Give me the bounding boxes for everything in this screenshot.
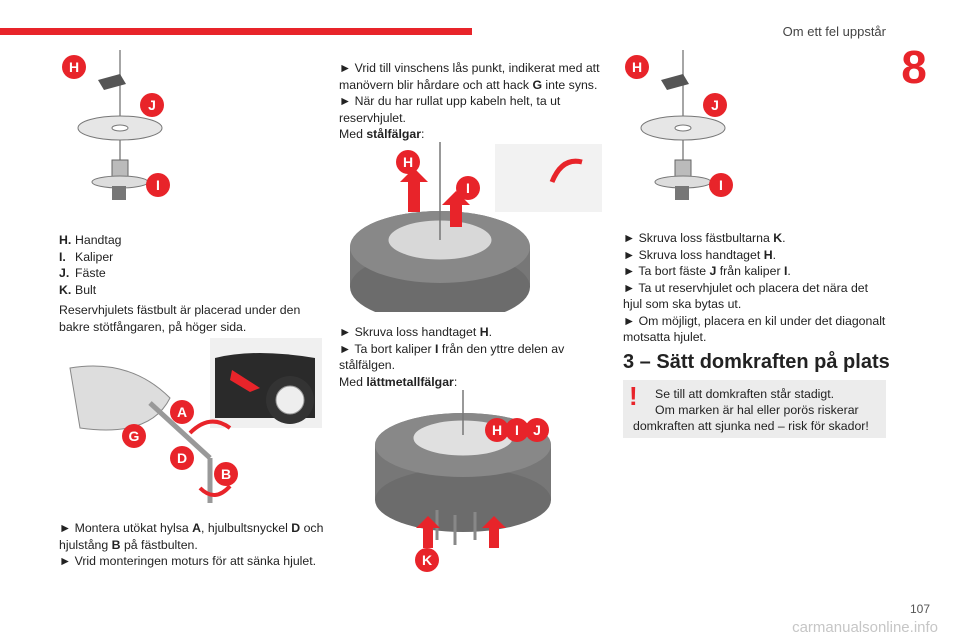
callout-i	[505, 418, 529, 442]
section-title: Om ett fel uppstår	[782, 24, 886, 39]
callout-j	[703, 93, 727, 117]
callout-k	[415, 548, 439, 572]
paragraph-location: Reservhjulets fästbult är placerad under…	[59, 303, 301, 334]
svg-text:H: H	[632, 59, 642, 75]
svg-text:B: B	[221, 466, 231, 482]
legend: H.Handtag I.Kaliper J.Fäste K.Bult	[59, 232, 331, 298]
callout-i	[146, 173, 170, 197]
figure-steel-wheel: H I	[350, 142, 602, 312]
svg-text:J: J	[148, 97, 156, 113]
steps-mount-tool: ► Montera utökat hylsa A, hjulbultsnycke…	[59, 521, 324, 568]
svg-text:H: H	[403, 154, 413, 170]
warning-icon: !	[629, 381, 638, 411]
chapter-number: 8	[892, 40, 936, 94]
svg-text:I: I	[156, 177, 160, 193]
svg-text:H: H	[69, 59, 79, 75]
figure-winch-parts: H J I	[62, 50, 170, 200]
steps-winch: ► Vrid till vinschens lås punkt, indiker…	[339, 61, 600, 141]
callout-h	[396, 150, 420, 174]
callout-b	[214, 462, 238, 486]
svg-text:A: A	[177, 404, 187, 420]
callout-j	[140, 93, 164, 117]
svg-text:H: H	[492, 422, 502, 438]
legend-item: K.Bult	[59, 282, 97, 297]
header-accent-bar	[0, 28, 472, 35]
svg-text:K: K	[422, 552, 432, 568]
watermark: carmanualsonline.info	[792, 619, 938, 636]
legend-item: I.Kaliper	[59, 249, 114, 264]
svg-text:D: D	[177, 450, 187, 466]
section-heading: 3 – Sätt domkraften på plats	[623, 351, 890, 373]
legend-item: H.Handtag	[59, 233, 122, 247]
svg-text:I: I	[719, 177, 723, 193]
warning-box: ! Se till att domkraften står stadigt. O…	[623, 380, 886, 438]
svg-text:I: I	[515, 422, 519, 438]
callout-h	[62, 55, 86, 79]
callout-a	[170, 400, 194, 424]
svg-text:J: J	[533, 422, 541, 438]
svg-text:J: J	[711, 97, 719, 113]
callout-h	[625, 55, 649, 79]
page-number: 107	[909, 602, 930, 616]
figure-alloy-wheel: H I J K	[375, 390, 551, 572]
figure-winch-parts-2: H J I	[625, 50, 733, 200]
callout-i	[709, 173, 733, 197]
steps-steel-rim: ► Skruva loss handtaget H. ► Ta bort kal…	[339, 325, 565, 389]
callout-j	[525, 418, 549, 442]
callout-d	[170, 446, 194, 470]
svg-text:I: I	[466, 180, 470, 196]
callout-h	[485, 418, 509, 442]
figure-tool-assembly: A G D B	[69, 338, 322, 503]
callout-i	[456, 176, 480, 200]
svg-text:G: G	[129, 428, 140, 444]
steps-remove-wheel: ► Skruva loss fästbultarna K. ► Skruva l…	[623, 231, 886, 344]
callout-g	[122, 424, 146, 448]
legend-item: J.Fäste	[59, 266, 106, 280]
